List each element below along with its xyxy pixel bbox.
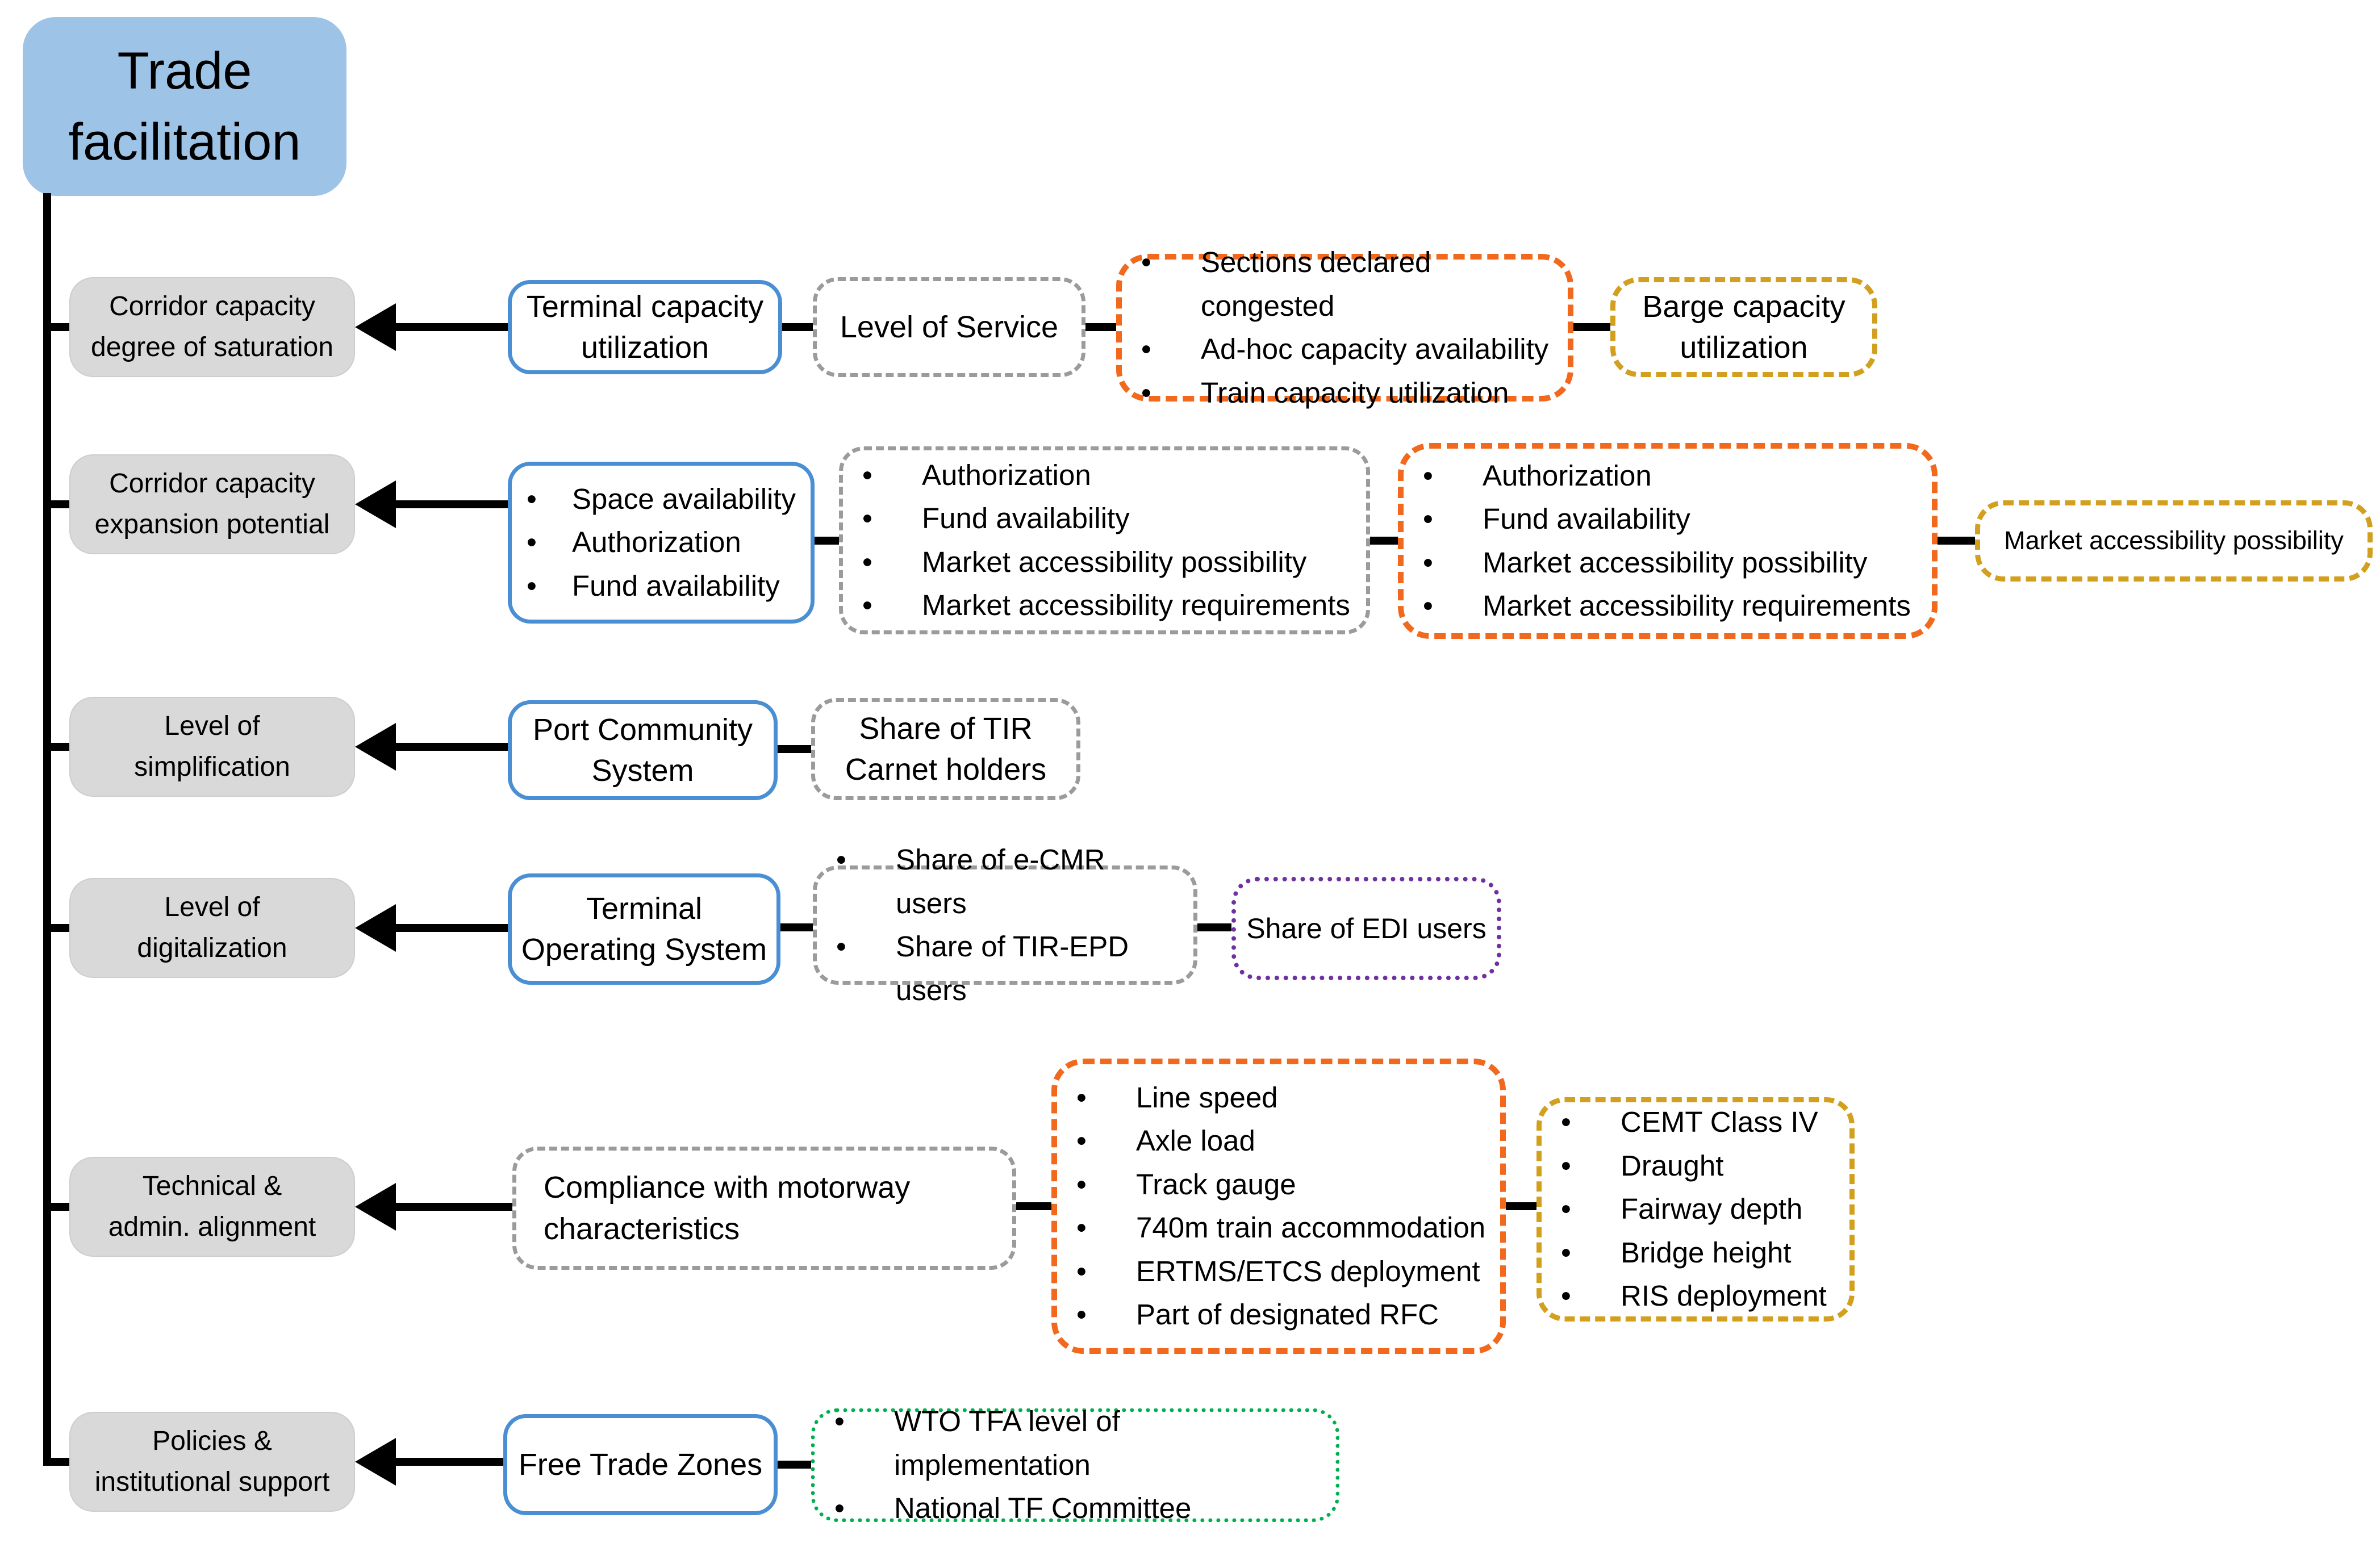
connector-line [1938,537,1976,545]
bullet-item: CEMT Class IV [1553,1101,1838,1144]
bullet-item: Train capacity utilization [1133,371,1556,415]
label-technical-admin-alignment: Technical & admin. alignment [69,1157,355,1257]
tree-branch-line [43,924,73,932]
bullet-item: Fund availability [523,564,799,608]
node-port-community-system: Port Community System [508,700,778,800]
tree-branch-line [43,743,73,751]
bullet-item: Authorization [1415,454,1920,498]
connector-line [778,1461,812,1469]
bullet-item: Share of e-CMR users [828,838,1182,925]
node-terminal-capacity-utilization: Terminal capacity utilization [508,280,782,374]
bullet-item: Part of designated RFC [1068,1293,1489,1337]
connector-line [778,745,812,753]
bullet-item: Authorization [523,521,799,564]
bullet-item: Market accessibility requirements [1415,584,1920,628]
bullet-item: Fund availability [1415,497,1920,541]
node-terminal-operating-system: Terminal Operating System [508,873,780,985]
connector-line [1085,323,1117,331]
arrow-shaft-line [389,1203,512,1211]
tree-branch-line [43,1458,73,1466]
root-node-trade-facilitation: Trade facilitation [23,17,346,196]
bullet-item: Space availability [523,478,799,521]
bullet-item: Market accessibility possibility [1415,541,1920,585]
bullet-item: National TF Committee [826,1487,1324,1531]
arrow-shaft-line [389,323,508,331]
connector-line [1367,537,1399,545]
label-corridor-capacity-expansion: Corridor capacity expansion potential [69,454,355,554]
bullet-item: 740m train accommodation [1068,1206,1489,1250]
bullet-item: RIS deployment [1553,1274,1838,1318]
connector-line [780,923,814,931]
node-rail-technical-indicators: Line speedAxle loadTrack gauge740m train… [1051,1059,1506,1354]
bullet-item: Share of TIR-EPD users [828,925,1182,1012]
bullet-item: Fairway depth [1553,1187,1838,1231]
connector-line [1016,1202,1053,1210]
tree-branch-line [43,323,73,331]
bullet-item: Sections declared congested [1133,241,1556,328]
node-share-tir-carnet-holders: Share of TIR Carnet holders [811,698,1080,800]
tree-spine-line [43,193,51,1466]
bullet-item: Market accessibility requirements [854,584,1355,628]
node-free-trade-zones: Free Trade Zones [503,1414,778,1515]
bullet-item: Draught [1553,1144,1838,1188]
node-expansion-road-indicators: AuthorizationFund availabilityMarket acc… [839,446,1370,634]
label-level-of-digitalization: Level of digitalization [69,878,355,978]
bullet-item: Axle load [1068,1119,1489,1163]
arrow-shaft-line [389,743,508,751]
bullet-item: WTO TFA level of implementation [826,1400,1324,1487]
node-policy-indicators: WTO TFA level of implementationNational … [811,1405,1339,1524]
node-share-of-edi-users: Share of EDI users [1231,877,1501,980]
connector-line [782,323,814,331]
tree-branch-line [43,500,73,508]
bullet-item: Bridge height [1553,1231,1838,1275]
connector-line [1573,323,1611,331]
bullet-item: Fund availability [854,497,1355,541]
node-barge-capacity-utilization: Barge capacity utilization [1610,277,1877,377]
bullet-item: Market accessibility possibility [854,541,1355,584]
label-policies-institutional-support: Policies & institutional support [69,1412,355,1512]
arrow-shaft-line [389,924,508,932]
node-level-of-service: Level of Service [813,277,1085,377]
node-compliance-motorway-characteristics: Compliance with motorway characteristics [512,1147,1016,1270]
bullet-item: Ad-hoc capacity availability [1133,328,1556,371]
tree-branch-line [43,1203,73,1211]
bullet-item: Track gauge [1068,1163,1489,1207]
label-level-of-simplification: Level of simplification [69,697,355,797]
bullet-item: ERTMS/ETCS deployment [1068,1250,1489,1294]
node-waterway-technical-indicators: CEMT Class IVDraughtFairway depthBridge … [1536,1097,1855,1322]
arrow-shaft-line [389,1458,503,1466]
node-market-accessibility-possibility: Market accessibility possibility [1975,500,2373,582]
bullet-item: Authorization [854,454,1355,497]
label-corridor-capacity-saturation: Corridor capacity degree of saturation [69,277,355,377]
node-rail-congestion-indicators: Sections declared congestedAd-hoc capaci… [1116,246,1573,409]
arrow-shaft-line [389,500,508,508]
connector-line [1506,1202,1538,1210]
bullet-item: Line speed [1068,1076,1489,1120]
node-expansion-rail-indicators: AuthorizationFund availabilityMarket acc… [1398,443,1938,639]
node-expansion-terminal-indicators: Space availabilityAuthorizationFund avai… [508,462,815,624]
connector-line [1197,923,1233,931]
